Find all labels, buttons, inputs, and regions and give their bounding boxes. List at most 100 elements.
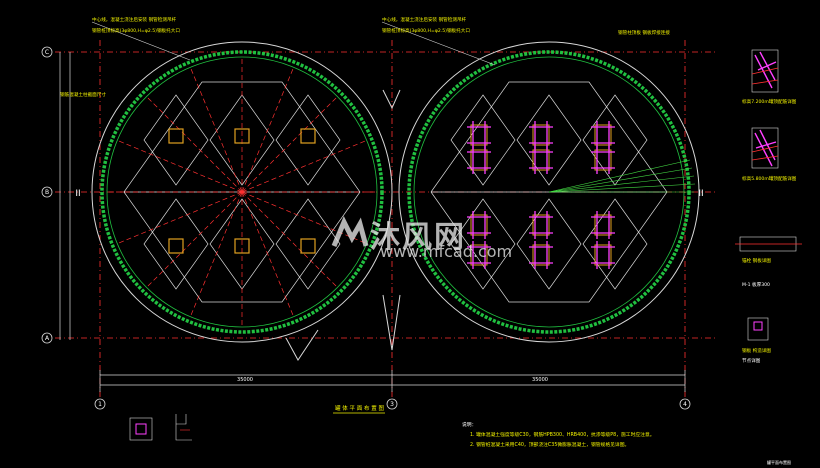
radial-rib-14: [241, 96, 338, 193]
right-roof-diamond-1-1: [516, 198, 582, 290]
callouts: 中心线，混凝土浇注后安装 钢管检测吊杆 钢管桩顶标高(3φ800,H=φ2.5)…: [60, 16, 670, 98]
right-roof-diamond-2-0: [582, 94, 648, 186]
dim-right: 35000: [532, 377, 548, 383]
right-roof-diamond-2-1: [582, 198, 648, 290]
column-piers: [168, 128, 316, 254]
pile-cap-2: [470, 214, 488, 236]
radial-rib-13: [241, 67, 294, 193]
left-pier-4: [234, 238, 250, 254]
notes-block: 说明： 1. 罐体混凝土强度等级C30，钢筋HPB300、HRB400，抗渗等级…: [462, 421, 791, 465]
watermark-brand: 沐风网: [370, 220, 466, 255]
rebar-mark-5: [529, 146, 553, 174]
rebar-mark-0: [467, 121, 491, 149]
side-note: 钢筋混凝土柱截面尺寸: [60, 91, 106, 98]
plan-title-block: 罐 体 平 面 布 置 图: [333, 404, 385, 414]
right-roof-diamond-1-0: [516, 94, 582, 186]
rebar-mark-3: [467, 241, 491, 269]
left-pier-2: [300, 128, 316, 144]
left-roof-diamond-1-0: [209, 94, 275, 186]
callout-left-line1: 中心线，混凝土浇注后安装 钢管检测吊杆: [92, 16, 177, 23]
left-roof-diamond-2-1: [275, 198, 341, 290]
left-roof-diamond-2-0: [275, 94, 341, 186]
rebar-mark-1: [467, 146, 491, 174]
left-pier-3: [168, 238, 184, 254]
pile-cap-10: [594, 214, 612, 236]
detail-label-5: 钢板 构造详图: [742, 347, 771, 354]
radial-rib-7: [117, 191, 243, 244]
pile-cap-8: [594, 124, 612, 146]
rebar-mark-6: [529, 211, 553, 239]
rebar-mark-7: [529, 241, 553, 269]
radial-rib-10: [146, 96, 243, 193]
rebar-mark-9: [591, 146, 615, 174]
notes-title: 说明：: [462, 421, 476, 428]
brand-logo-icon: [331, 216, 369, 247]
left-pier-5: [300, 238, 316, 254]
bottom-details: [129, 414, 192, 441]
detail-label-4: M-1 板厚300: [742, 281, 770, 288]
rebar-mark-2: [467, 211, 491, 239]
radial-rib-11: [190, 67, 243, 193]
axis-label-a: A: [45, 335, 50, 342]
callout-right-line1: 中心线，混凝土浇注后安装 钢管检测吊杆: [382, 16, 467, 23]
right-roof-diamond-0-1: [450, 198, 516, 290]
pile-cap-9: [594, 149, 612, 171]
right-tank-outer-ring: [398, 41, 700, 343]
pile-cap-7: [532, 244, 550, 266]
axis-label-c: C: [45, 49, 49, 56]
detail-column: 标高7.200m罐顶配筋详图 标高5.800m罐顶配筋详图 锚栓 钢板详图 M-…: [735, 49, 802, 364]
pile-cap-3: [470, 244, 488, 266]
axis-bubble-a: [41, 332, 53, 344]
left-radial-ribs: [107, 57, 377, 327]
pile-cap-11: [594, 244, 612, 266]
axis-label-1: 1: [98, 401, 102, 408]
rebar-mark-4: [529, 121, 553, 149]
section-mark-left: II: [75, 189, 80, 199]
rebar-mark-11: [591, 241, 615, 269]
left-tank-wall: [100, 50, 384, 334]
note-2: 2. 钢管桩混凝土采用C40，顶部浇注C35微膨胀混凝土，钢管规格见详图。: [470, 441, 629, 448]
detail-label-2: 标高5.800m罐顶配筋详图: [742, 175, 797, 182]
pile-cap-0: [470, 124, 488, 146]
leader-fan: [548, 159, 696, 193]
pile-cap-5: [532, 149, 550, 171]
callout-right-line2: 钢管桩顶标高(3φ800,H=φ2.5)钢板托大口: [382, 27, 470, 34]
axis-bubble-c: [41, 46, 53, 58]
axis-bubble-3: [386, 398, 398, 410]
detail-label-6: 节点详图: [742, 357, 761, 364]
watermark: 沐风网 www.mfcad.com: [330, 212, 512, 264]
radial-rib-9: [117, 140, 243, 193]
detail-label-1: 标高7.200m罐顶配筋详图: [742, 98, 797, 105]
axis-labels: C B A 1 3 4 II II 35000 35000: [45, 49, 704, 408]
sheet-label: 罐平面布置图: [767, 459, 791, 465]
radial-rib-2: [241, 191, 338, 288]
plan-title: 罐 体 平 面 布 置 图: [335, 404, 384, 412]
pile-cap-1: [470, 149, 488, 171]
section-mark-right: II: [698, 189, 703, 199]
left-roof-frame: [123, 81, 361, 303]
pile-cap-4: [532, 124, 550, 146]
dim-left: 35000: [237, 377, 253, 383]
note-1: 1. 罐体混凝土强度等级C30，钢筋HPB300、HRB400，抗渗等级P8，施…: [470, 431, 655, 438]
callout-upper-right: 钢管柱顶板 钢板焊接连接: [618, 29, 670, 36]
callout-left-line2: 钢管桩顶标高(3φ800,H=φ2.5)钢板托大口: [92, 27, 180, 34]
right-tank-pile-caps: [467, 121, 615, 269]
left-pier-0: [168, 128, 184, 144]
access-notches: [285, 89, 401, 361]
left-tank-outer-ring: [91, 41, 393, 343]
axis-bubble-4: [679, 398, 691, 410]
rebar-mark-10: [591, 211, 615, 239]
axis-label-b: B: [45, 189, 49, 196]
radial-rib-3: [241, 191, 294, 317]
radial-rib-5: [190, 191, 243, 317]
dimension-lines: [59, 52, 686, 392]
radial-rib-6: [146, 191, 243, 288]
pile-cap-6: [532, 214, 550, 236]
left-roof-diamond-0-0: [143, 94, 209, 186]
radial-rib-15: [241, 140, 367, 193]
right-roof-diamond-0-0: [450, 94, 516, 186]
detail-label-3: 锚栓 钢板详图: [742, 257, 771, 264]
axis-bubble-1: [94, 398, 106, 410]
left-pier-1: [234, 128, 250, 144]
